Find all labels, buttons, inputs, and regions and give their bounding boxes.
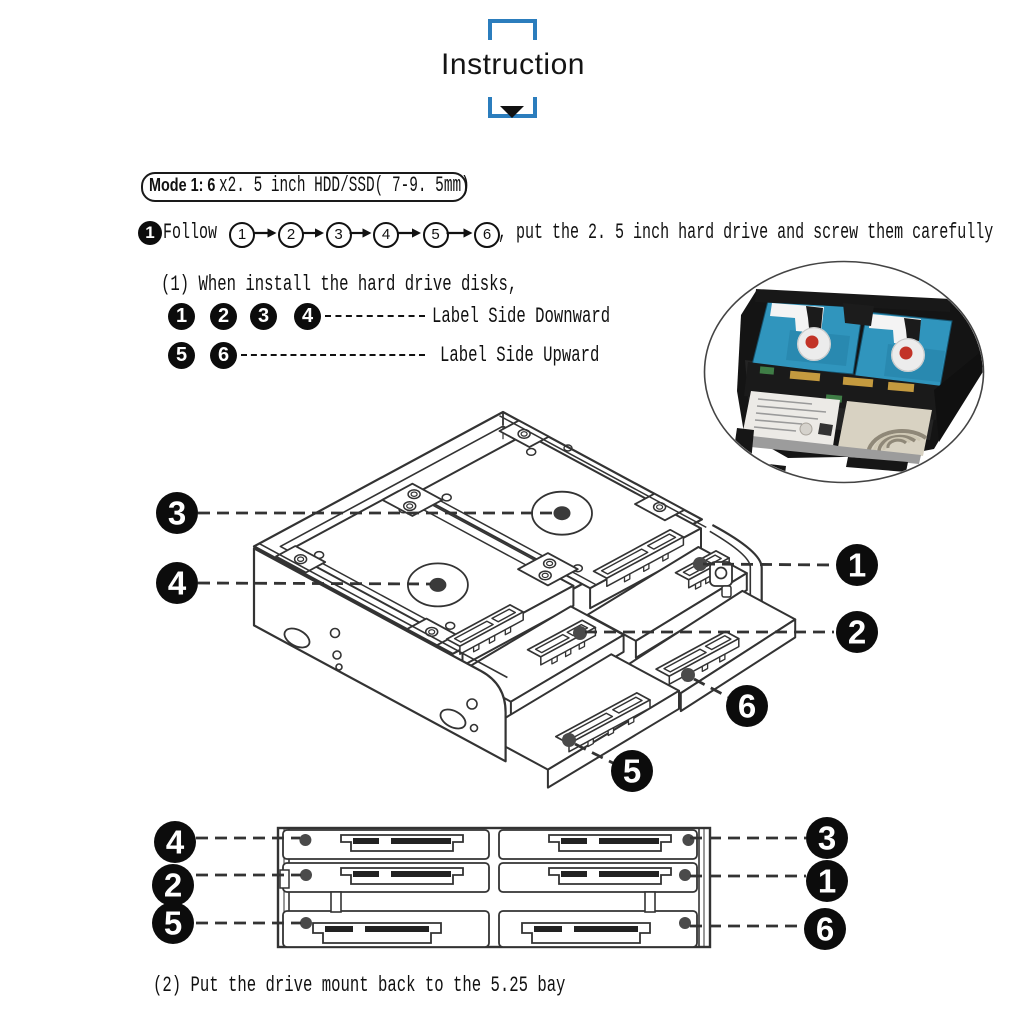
svg-text:4: 4: [166, 824, 185, 861]
svg-text:5: 5: [164, 905, 182, 942]
svg-text:1: 1: [848, 547, 866, 584]
svg-text:6: 6: [816, 911, 834, 948]
svg-text:4: 4: [168, 565, 187, 602]
svg-text:2: 2: [848, 614, 866, 651]
svg-text:2: 2: [164, 867, 182, 904]
svg-text:3: 3: [818, 820, 836, 857]
svg-text:1: 1: [818, 863, 836, 900]
svg-text:3: 3: [168, 495, 186, 532]
svg-text:5: 5: [623, 753, 641, 790]
svg-text:6: 6: [738, 688, 756, 725]
